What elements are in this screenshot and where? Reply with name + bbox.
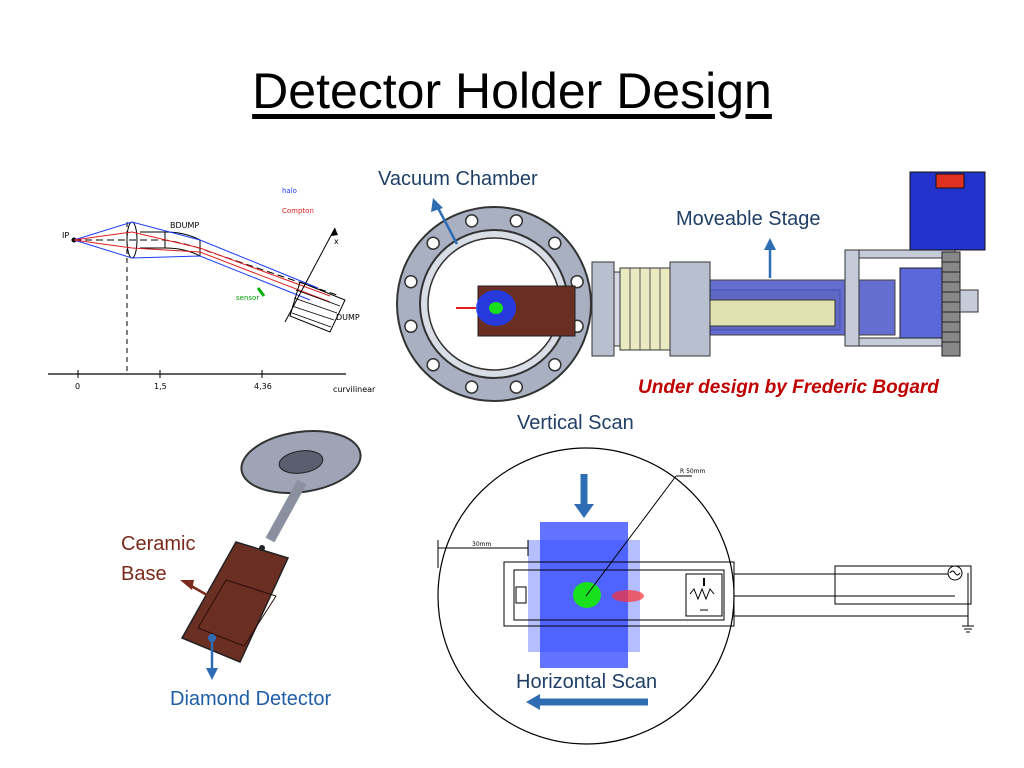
axis-label-curvilinear: curvilinear bbox=[333, 385, 376, 394]
stage-frame-top bbox=[844, 249, 956, 259]
bolt-hole bbox=[464, 380, 479, 394]
tick-label-0: 0 bbox=[75, 382, 80, 391]
moveable-stage-label: Moveable Stage bbox=[676, 208, 821, 230]
diamond-sensor-symbol bbox=[515, 586, 527, 604]
sensor-label: sensor bbox=[236, 294, 259, 302]
beamline-schematic bbox=[48, 221, 346, 378]
tick-label-1: 1,5 bbox=[154, 382, 167, 391]
halo-ray-upper bbox=[73, 221, 319, 289]
under-design-label: Under design by Frederic Bogard bbox=[638, 377, 939, 398]
vacuum-chamber-arrow bbox=[435, 205, 459, 245]
diamond-detector-label: Diamond Detector bbox=[170, 688, 332, 710]
stage-flange-2 bbox=[669, 261, 711, 357]
motor-coupling bbox=[899, 267, 943, 339]
halo-ray-lower bbox=[73, 239, 311, 301]
ceramic-base-label-line2: Base bbox=[121, 563, 167, 585]
bolt-hole bbox=[426, 358, 440, 372]
compton-ray-lower bbox=[73, 239, 331, 303]
compton-ray-upper bbox=[73, 231, 331, 297]
dump-label: DUMP bbox=[336, 313, 360, 322]
vacuum-chamber-drawing bbox=[396, 171, 986, 402]
bdump-label: BDUMP bbox=[170, 221, 199, 230]
drive-gear bbox=[941, 251, 961, 357]
ip-label: IP bbox=[62, 231, 69, 240]
bolt-hole bbox=[548, 358, 562, 372]
bolt-hole bbox=[570, 274, 584, 289]
sensor-mark bbox=[256, 287, 266, 297]
radius-line bbox=[585, 475, 677, 597]
bolt-hole bbox=[548, 236, 562, 250]
ceramic-arrows bbox=[180, 580, 218, 680]
bolt-hole bbox=[404, 319, 418, 334]
scan-diagram bbox=[437, 447, 974, 745]
horizontal-scan-label: Horizontal Scan bbox=[516, 671, 658, 693]
beam-core-spot bbox=[489, 302, 503, 314]
stage-flange-1 bbox=[591, 261, 615, 357]
bolt-hole bbox=[509, 380, 524, 394]
beam-axis bbox=[74, 239, 341, 297]
readout-circuit bbox=[503, 561, 735, 627]
stage-frame-bottom bbox=[844, 337, 956, 347]
vertical-scan-label: Vertical Scan bbox=[517, 412, 634, 434]
motor-connector bbox=[935, 173, 965, 189]
x-axis-label: x bbox=[334, 237, 339, 246]
label-arrows bbox=[431, 198, 776, 278]
legend-halo: halo bbox=[282, 187, 297, 195]
ceramic-holder-drawing bbox=[180, 430, 362, 663]
ceramic-base-label-line1: Ceramic bbox=[121, 533, 196, 555]
bolt-hole bbox=[426, 236, 440, 250]
tick-label-2: 4,36 bbox=[254, 382, 272, 391]
bolt-hole bbox=[464, 214, 479, 228]
legend-compton: Compton bbox=[282, 207, 314, 215]
bolt-hole bbox=[404, 274, 418, 289]
bellows bbox=[619, 267, 671, 351]
holder-rod bbox=[265, 479, 307, 543]
dump-block bbox=[289, 281, 346, 333]
vacuum-chamber-label: Vacuum Chamber bbox=[378, 168, 538, 190]
bolt-hole bbox=[509, 214, 524, 228]
compton-trail bbox=[612, 590, 644, 602]
resistor-symbol bbox=[689, 587, 715, 601]
page-title: Detector Holder Design bbox=[252, 63, 772, 119]
radius-label: R 50mm bbox=[680, 468, 706, 475]
dimension-label: 30mm bbox=[472, 541, 491, 548]
